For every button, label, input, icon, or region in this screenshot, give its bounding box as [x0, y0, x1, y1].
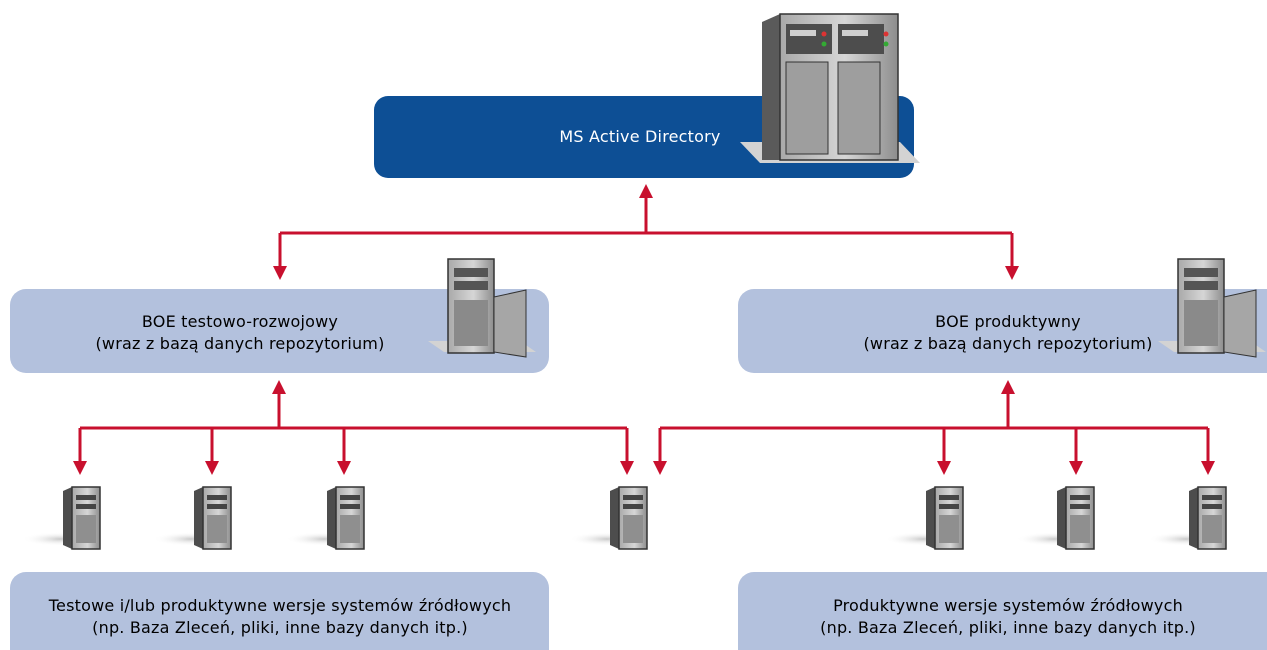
- ad-label: MS Active Directory: [559, 127, 721, 146]
- source-right-line2: (np. Baza Zleceń, pliki, inne bazy danyc…: [820, 618, 1196, 637]
- boe-prod-line2: (wraz z bazą danych repozytorium): [863, 334, 1153, 353]
- arrowhead-left-3: [337, 461, 351, 475]
- arrowhead-right-1: [937, 461, 951, 475]
- arrowhead-left-1: [73, 461, 87, 475]
- tower-pc-icon: [1148, 486, 1227, 550]
- source-left-line1: Testowe i/lub produktywne wersje systemó…: [48, 596, 512, 615]
- source-left-line2: (np. Baza Zleceń, pliki, inne bazy danyc…: [92, 618, 468, 637]
- tower-pc-icon: [569, 486, 648, 550]
- boe-test-line1: BOE testowo-rozwojowy: [141, 312, 339, 331]
- arrowhead-right-0: [653, 461, 667, 475]
- tower-pc-icon: [153, 486, 232, 550]
- source-right-box: [738, 572, 1267, 650]
- tower-pc-icon: [1016, 486, 1095, 550]
- arrowhead-boe-prod-up: [1001, 380, 1015, 394]
- boe-prod-line1: BOE produktywny: [935, 312, 1081, 331]
- tower-pc-icon: [286, 486, 365, 550]
- arrowhead-boe-test-up: [272, 380, 286, 394]
- arrowhead-left-2: [205, 461, 219, 475]
- arrowhead-right-3: [1201, 461, 1215, 475]
- tower-pc-icon: [885, 486, 964, 550]
- arrowhead-boe-test: [273, 266, 287, 280]
- arrowhead-boe-prod: [1005, 266, 1019, 280]
- arrowhead-right-2: [1069, 461, 1083, 475]
- source-right-line1: Produktywne wersje systemów źródłowych: [833, 596, 1183, 615]
- arrowhead-ad: [639, 184, 653, 198]
- arrowhead-left-4: [620, 461, 634, 475]
- source-left-box: [10, 572, 549, 650]
- tower-pc-icon: [22, 486, 101, 550]
- boe-test-line2: (wraz z bazą danych repozytorium): [95, 334, 385, 353]
